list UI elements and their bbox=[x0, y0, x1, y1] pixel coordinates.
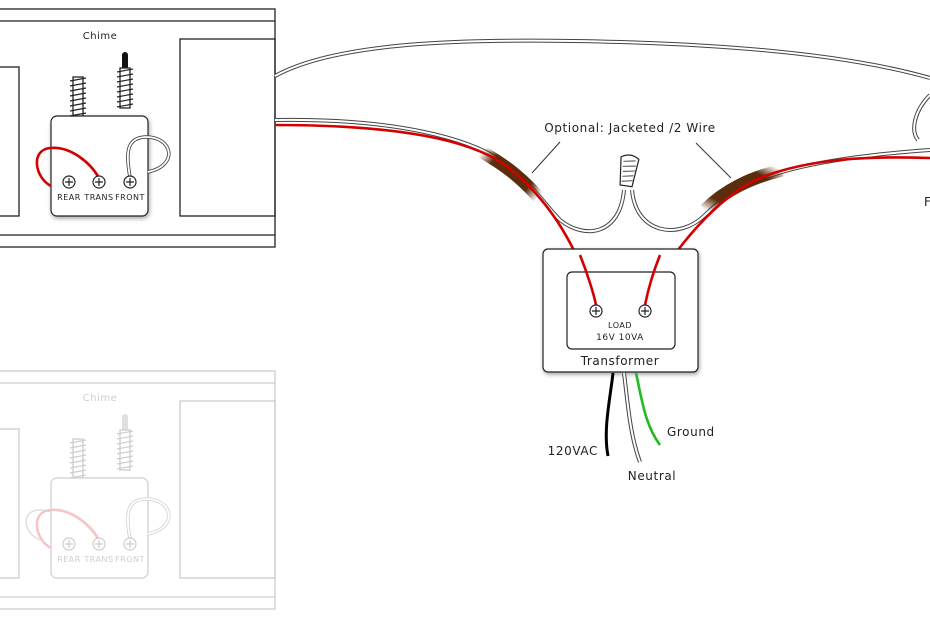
front-wire-loop bbox=[126, 136, 170, 178]
jacketed-wire-callout: Optional: Jacketed /2 Wire bbox=[544, 121, 716, 135]
faded-terminal-label-rear: REAR bbox=[57, 555, 81, 564]
faded-chime-title: Chime bbox=[83, 393, 118, 404]
transformer: LOAD 16V 10VA Transformer bbox=[542, 248, 699, 373]
faded-terminal-label-front: FRONT bbox=[115, 555, 145, 564]
chime-title: Chime bbox=[83, 31, 118, 42]
hot-wire-label: 120VAC bbox=[548, 444, 598, 458]
transformer-title: Transformer bbox=[580, 354, 660, 368]
transformer-rating: 16V 10VA bbox=[596, 333, 644, 343]
terminal-block bbox=[50, 115, 149, 217]
chime-unit: Chime REAR TRANS FRONT bbox=[0, 8, 276, 248]
trans-terminal-screw bbox=[92, 175, 106, 189]
terminal-label-front: FRONT bbox=[115, 193, 145, 202]
faded-terminal-label-trans: TRANS bbox=[83, 555, 113, 564]
ground-wire bbox=[634, 372, 662, 446]
front-plunger bbox=[116, 52, 134, 109]
rear-terminal-screw bbox=[62, 175, 76, 189]
terminal-label-trans: TRANS bbox=[83, 193, 113, 202]
hot-wire-120vac bbox=[604, 372, 615, 457]
cable-jacket-left bbox=[478, 146, 551, 210]
chime-right-panel bbox=[179, 38, 276, 217]
neutral-wire-label: Neutral bbox=[628, 469, 677, 483]
load-terminal-screw-1 bbox=[589, 304, 603, 318]
ground-wire-label: Ground bbox=[667, 425, 715, 439]
bypass-cable bbox=[274, 38, 930, 80]
red-wire-chime-to-transformer bbox=[274, 123, 598, 306]
chime-unit-faded: Chime REAR TRANS FRONT bbox=[0, 370, 276, 610]
callout-leader-left bbox=[531, 141, 561, 174]
callout-leader-right bbox=[695, 142, 732, 179]
load-label: LOAD bbox=[608, 321, 632, 330]
cable-jacket-right bbox=[700, 163, 784, 215]
rear-trans-jumper-wire bbox=[35, 146, 101, 188]
load-terminal-screw-2 bbox=[638, 304, 652, 318]
chime-left-panel bbox=[0, 66, 20, 217]
edge-label: F bbox=[924, 195, 930, 209]
wire-nut bbox=[619, 154, 640, 188]
front-terminal-screw bbox=[123, 175, 137, 189]
white-conductors bbox=[274, 117, 930, 234]
terminal-label-rear: REAR bbox=[57, 193, 81, 202]
rear-plunger bbox=[69, 76, 87, 118]
